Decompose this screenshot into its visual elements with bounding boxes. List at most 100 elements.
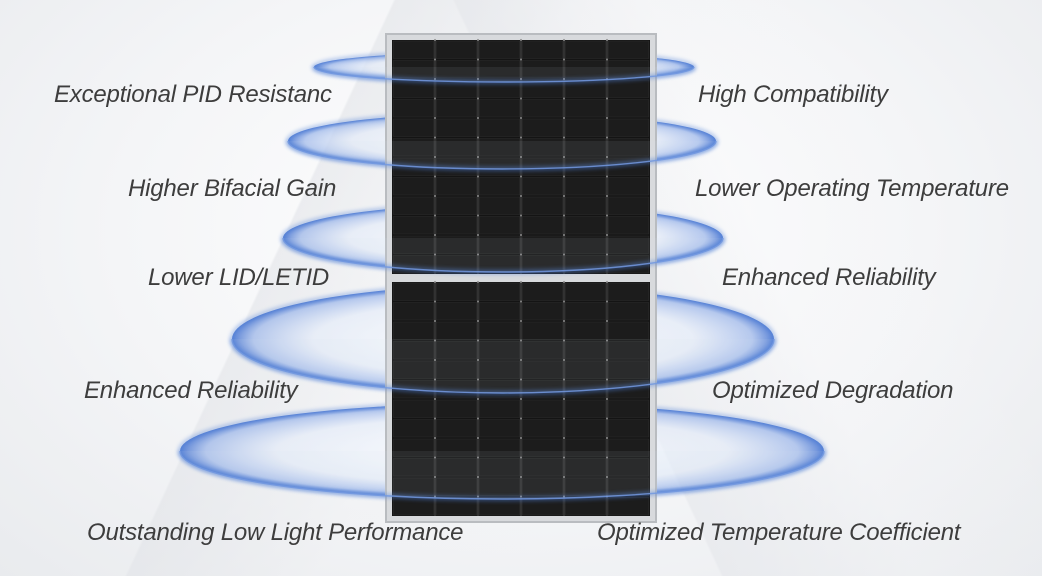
panel-cell: [564, 399, 607, 418]
panel-cell: [435, 40, 478, 59]
feature-optimized-degradation: Optimized Degradation: [712, 377, 954, 404]
panel-cell: [521, 235, 564, 254]
panel-cell: [607, 79, 650, 98]
panel-cell: [564, 196, 607, 215]
panel-cell: [478, 118, 521, 137]
panel-cell: [564, 302, 607, 321]
panel-cell: [564, 321, 607, 340]
feature-low-light-performance: Outstanding Low Light Performance: [87, 519, 464, 546]
panel-cell: [564, 458, 607, 477]
glow-ring-veil: [180, 451, 824, 499]
panel-cell: [607, 235, 650, 254]
panel-cell: [478, 60, 521, 79]
panel-cell: [392, 60, 435, 79]
panel-cell: [478, 321, 521, 340]
panel-cell: [478, 235, 521, 254]
feature-high-compatibility: High Compatibility: [698, 81, 888, 108]
panel-cell: [435, 438, 478, 457]
panel-cell: [392, 196, 435, 215]
panel-cell: [564, 282, 607, 301]
panel-cell: [607, 302, 650, 321]
feature-enhanced-reliability-right: Enhanced Reliability: [722, 264, 936, 291]
glow-ring-front-line: [313, 66, 695, 83]
panel-cell: [607, 419, 650, 438]
panel-cell: [564, 177, 607, 196]
panel-cell: [435, 458, 478, 477]
panel-cell: [607, 177, 650, 196]
panel-cell: [564, 99, 607, 118]
panel-cell: [521, 177, 564, 196]
panel-cell: [564, 438, 607, 457]
glow-ring-front-line: [231, 338, 775, 394]
feature-lower-lid-letid: Lower LID/LETID: [148, 264, 330, 291]
panel-cell: [521, 282, 564, 301]
panel-cell: [478, 282, 521, 301]
panel-cell: [607, 438, 650, 457]
panel-cell: [607, 497, 650, 516]
panel-cell: [435, 302, 478, 321]
glow-ring-veil: [314, 67, 694, 82]
panel-cell: [435, 60, 478, 79]
glow-ring-front-line: [179, 450, 825, 500]
panel-cell: [392, 438, 435, 457]
panel-cell: [521, 321, 564, 340]
panel-cell: [607, 282, 650, 301]
panel-cell: [607, 341, 650, 360]
panel-cell: [607, 216, 650, 235]
panel-cell: [392, 458, 435, 477]
panel-cell: [521, 458, 564, 477]
panel-cell: [478, 138, 521, 157]
panel-cell: [521, 341, 564, 360]
panel-cell: [607, 138, 650, 157]
panel-cell: [564, 341, 607, 360]
panel-cell: [392, 341, 435, 360]
solar-panel: [385, 33, 657, 523]
panel-cell: [607, 99, 650, 118]
panel-cell: [392, 177, 435, 196]
panel-cell: [478, 196, 521, 215]
panel-cell: [478, 177, 521, 196]
panel-cell: [564, 118, 607, 137]
panel-cell: [521, 196, 564, 215]
panel-cell: [564, 40, 607, 59]
panel-cell: [435, 138, 478, 157]
panel-cell: [521, 216, 564, 235]
feature-lower-operating-temperature: Lower Operating Temperature: [695, 175, 1009, 202]
panel-cell: [521, 477, 564, 496]
panel-cell: [392, 321, 435, 340]
panel-cell: [392, 216, 435, 235]
glow-ring-veil: [283, 238, 723, 272]
panel-cell: [521, 118, 564, 137]
panel-cell: [607, 118, 650, 137]
panel-cell: [478, 477, 521, 496]
panel-cell: [564, 235, 607, 254]
panel-cell: [392, 40, 435, 59]
panel-cell: [478, 157, 521, 176]
feature-bifacial-gain: Higher Bifacial Gain: [128, 175, 337, 202]
panel-cell: [607, 360, 650, 379]
panel-cell: [478, 438, 521, 457]
panel-cell: [478, 99, 521, 118]
panel-cell: [478, 360, 521, 379]
panel-cell: [392, 302, 435, 321]
panel-cell: [521, 60, 564, 79]
panel-cell: [478, 216, 521, 235]
feature-temperature-coefficient: Optimized Temperature Coefficient: [597, 519, 961, 546]
panel-cell: [392, 360, 435, 379]
panel-cell: [392, 138, 435, 157]
panel-cell: [435, 216, 478, 235]
glow-rings-front: [178, 66, 826, 501]
panel-cell: [392, 235, 435, 254]
panel-cell: [435, 196, 478, 215]
panel-cell: [564, 138, 607, 157]
panel-cell: [435, 321, 478, 340]
panel-cell: [478, 419, 521, 438]
panel-cell: [564, 419, 607, 438]
panel-cell: [607, 196, 650, 215]
panel-cell: [392, 282, 435, 301]
panel-cell: [392, 419, 435, 438]
panel-cell: [564, 497, 607, 516]
panel-cell: [435, 360, 478, 379]
panel-cell: [521, 419, 564, 438]
